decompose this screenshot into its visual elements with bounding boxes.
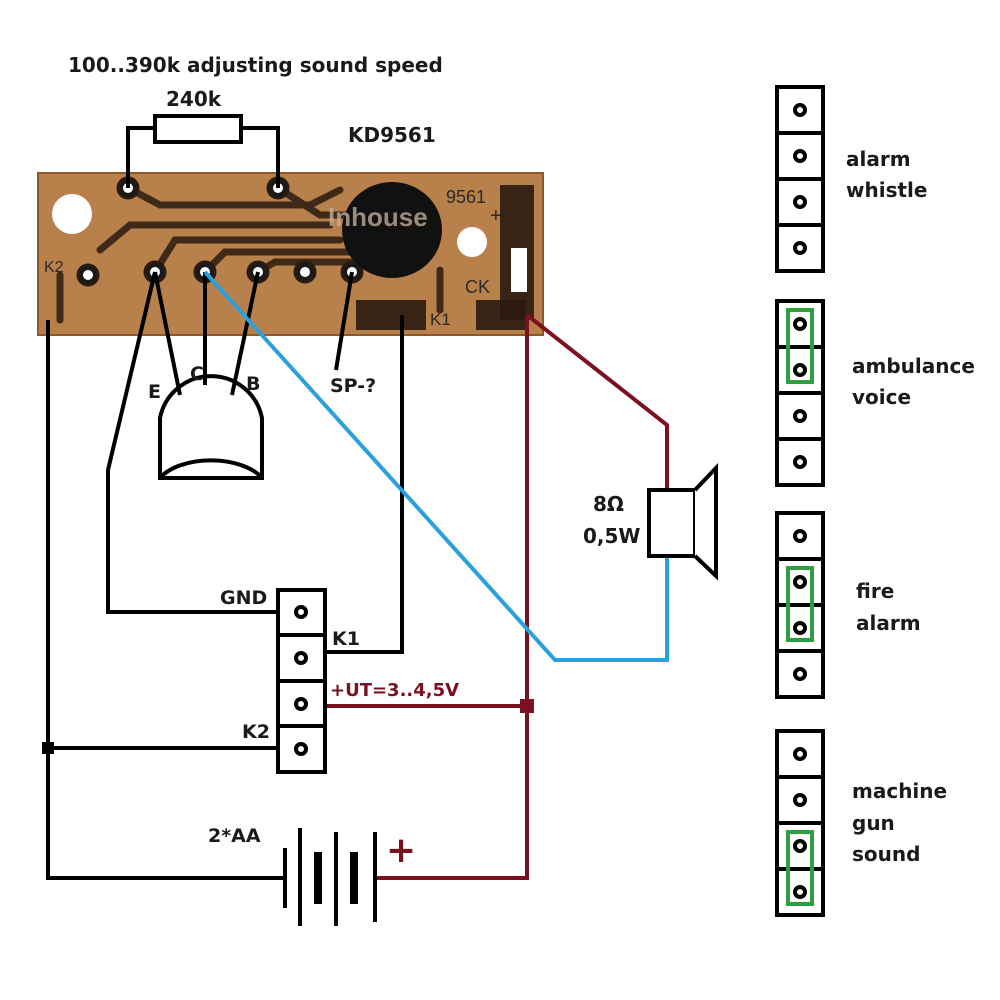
- jumper-ambulance: [786, 308, 814, 384]
- connector-k1-label: K1: [332, 628, 360, 650]
- pcb-board: Inhouse 9561 + CK K1 K2: [37, 172, 544, 336]
- blue-wire: [203, 270, 669, 662]
- mode-1-line1: alarm: [846, 147, 911, 171]
- mode-block-fire-alarm: [775, 511, 825, 699]
- mounting-hole-right: [457, 227, 487, 257]
- speaker-power: 0,5W: [583, 524, 641, 548]
- chip-blob: [342, 182, 442, 278]
- connector-k2-label: K2: [242, 721, 270, 743]
- mode-2-line2: voice: [852, 385, 911, 409]
- mode-4-line3: sound: [852, 842, 920, 866]
- title: 100..390k adjusting sound speed: [68, 53, 443, 77]
- pcb-silk-plus: +: [490, 205, 502, 227]
- pcb-silk-ck: CK: [465, 277, 490, 297]
- resistor: [126, 114, 280, 188]
- battery-label: 2*AA: [208, 825, 261, 847]
- jumper-fire: [786, 566, 814, 642]
- speaker-impedance: 8Ω: [593, 492, 624, 516]
- connector: [276, 588, 327, 774]
- junction-supply: [520, 699, 534, 713]
- transistor: [153, 271, 264, 480]
- mode-block-ambulance-voice: [775, 299, 825, 487]
- red-wires: [325, 313, 669, 880]
- chip-label: KD9561: [348, 123, 436, 147]
- mode-4-line2: gun: [852, 811, 895, 835]
- transistor-base-label: B: [246, 373, 260, 395]
- mode-block-machine-gun: [775, 729, 825, 917]
- supply-label: +UT=3..4,5V: [330, 680, 459, 701]
- pcb-silk-chip: 9561: [446, 187, 486, 207]
- battery-plus: +: [386, 830, 416, 871]
- black-wires: [46, 271, 404, 880]
- mode-2-line1: ambulance: [852, 354, 975, 378]
- mode-3-line2: alarm: [856, 611, 921, 635]
- watermark: Inhouse: [328, 202, 428, 232]
- mounting-hole-left: [52, 194, 92, 234]
- battery: [283, 828, 377, 926]
- jumper-machine-gun: [786, 830, 814, 906]
- mode-1-line2: whistle: [846, 178, 927, 202]
- connector-gnd-label: GND: [220, 587, 267, 609]
- pcb-silk-k2: K2: [44, 259, 64, 276]
- transistor-emitter-label: E: [148, 381, 161, 403]
- transistor-collector-label: C: [190, 363, 204, 385]
- mode-4-line1: machine: [852, 779, 947, 803]
- pcb-silk-k1: K1: [430, 310, 451, 329]
- junction-k2: [42, 742, 54, 754]
- mode-block-alarm-whistle: [775, 85, 825, 273]
- speaker: [647, 463, 718, 581]
- resistor-value: 240k: [166, 87, 222, 111]
- mode-3-line1: fire: [856, 579, 894, 603]
- sp-label: SP-?: [330, 375, 376, 397]
